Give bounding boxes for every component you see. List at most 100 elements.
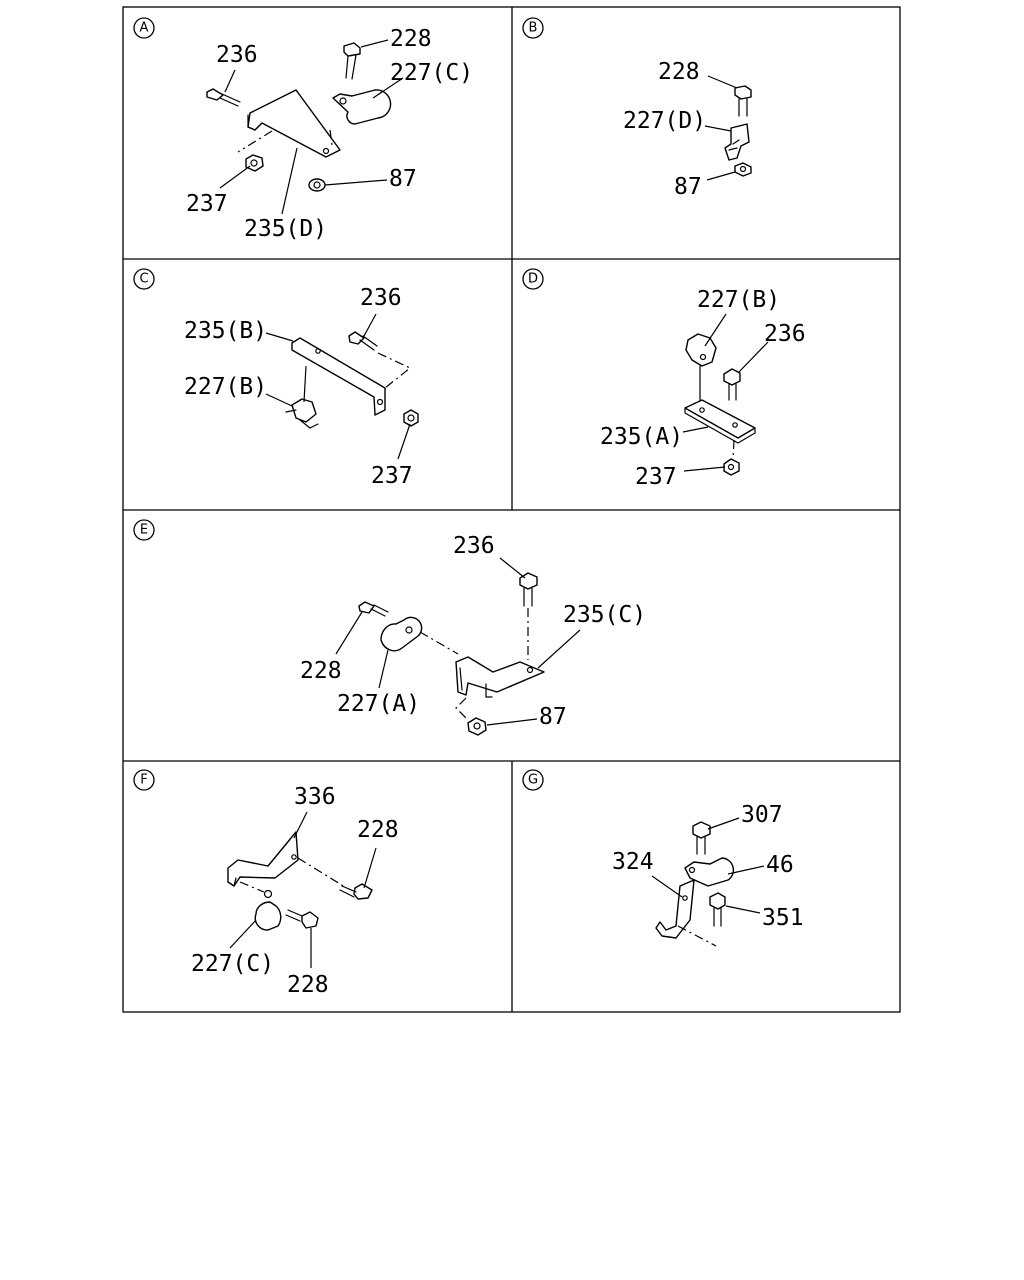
label-a-236: 236: [216, 42, 258, 68]
panel-g-badge: G: [522, 769, 544, 791]
label-f-228b: 228: [287, 972, 329, 998]
panel-e-badge: E: [133, 519, 155, 541]
panel-e-badge-letter: E: [140, 523, 148, 538]
bracket-235c-drawing: [455, 656, 545, 698]
leader-f-336: [293, 811, 308, 839]
label-e-236: 236: [453, 533, 495, 559]
label-b-87: 87: [674, 174, 702, 200]
label-c-237: 237: [371, 463, 413, 489]
leader-b-228: [707, 75, 738, 89]
leader-e-87: [486, 718, 538, 726]
label-d-236: 236: [764, 321, 806, 347]
leader-e-227a: [378, 649, 389, 689]
nut-87-drawing: [308, 178, 326, 192]
bracket-235b-drawing: [291, 337, 386, 416]
nut-237-d-drawing: [723, 458, 740, 476]
label-f-227c: 227(C): [191, 951, 274, 977]
nut-87-e-drawing: [467, 717, 487, 736]
leader-c-236: [363, 313, 377, 337]
label-d-235a: 235(A): [600, 424, 683, 450]
panel-a-badge-letter: A: [140, 21, 149, 36]
label-a-237: 237: [186, 191, 228, 217]
clip-227b-c-drawing: [285, 398, 319, 429]
assembly-line-a2: [237, 130, 273, 153]
label-b-227d: 227(D): [623, 108, 706, 134]
bolt-228-b-drawing: [734, 85, 752, 117]
label-g-351: 351: [762, 905, 804, 931]
label-a-228: 228: [390, 26, 432, 52]
assembly-line-e1: [419, 631, 459, 655]
panel-grid: [122, 6, 901, 1013]
label-c-236: 236: [360, 285, 402, 311]
assembly-line-a1: [329, 129, 333, 146]
assembly-line-g1: [677, 925, 717, 947]
panel-d: D 227(B) 236 235(A) 237: [522, 268, 806, 490]
leader-g-324: [651, 875, 683, 898]
panel-g-badge-letter: G: [528, 773, 538, 788]
leader-a-237: [219, 165, 251, 189]
leader-e-236: [499, 557, 526, 579]
bolt-228-e-drawing: [358, 601, 389, 617]
bolt-228-drawing: [343, 42, 361, 80]
label-c-235b: 235(B): [184, 318, 267, 344]
leader-b-87: [706, 171, 736, 181]
leader-d-237: [683, 466, 726, 472]
leader-c-235b: [265, 332, 294, 342]
assembly-line-c2: [303, 365, 307, 403]
leader-a-87: [324, 179, 388, 186]
bolt-351-drawing: [709, 892, 726, 927]
leader-c-237: [397, 423, 411, 460]
clip-227c-f-drawing: [254, 889, 282, 931]
assembly-line-f2: [239, 881, 265, 893]
panel-g: G 307 324 46 351: [522, 769, 804, 947]
label-f-228a: 228: [357, 817, 399, 843]
clip-227a-drawing: [380, 616, 423, 652]
assembly-line-d1: [732, 439, 735, 461]
leader-f-228a: [363, 847, 377, 889]
leader-d-227b: [704, 313, 727, 347]
label-b-228: 228: [658, 59, 700, 85]
label-g-46: 46: [766, 852, 794, 878]
label-c-227b: 227(B): [184, 374, 267, 400]
leader-g-307: [707, 817, 740, 830]
label-e-228: 228: [300, 658, 342, 684]
label-g-324: 324: [612, 849, 654, 875]
bolt-236-d-drawing: [723, 368, 741, 401]
label-a-227c: 227(C): [390, 60, 473, 86]
nut-237-c-drawing: [403, 409, 419, 427]
bolt-228-f-top-drawing: [339, 883, 373, 900]
plate-235a-drawing: [684, 399, 756, 444]
label-f-336: 336: [294, 784, 336, 810]
leader-e-235c: [537, 629, 581, 669]
nut-237-drawing: [245, 154, 264, 172]
label-d-237: 237: [635, 464, 677, 490]
leader-a-227c: [372, 77, 404, 99]
panel-a: A 236 228: [133, 17, 473, 242]
clamp-46-drawing: [684, 857, 735, 887]
bolt-307-drawing: [692, 821, 711, 855]
leader-a-228: [360, 39, 389, 48]
leader-g-351: [725, 905, 761, 914]
panel-a-badge: A: [133, 17, 155, 39]
clip-227c-drawing: [332, 89, 392, 125]
label-e-227a: 227(A): [337, 691, 420, 717]
leader-a-235d: [281, 147, 298, 215]
panel-f: F 336 228 227(C) 228: [133, 769, 399, 998]
assembly-line-c1: [377, 352, 412, 389]
bolt-236-c-drawing: [348, 331, 378, 351]
label-e-235c: 235(C): [563, 602, 646, 628]
leader-e-228: [335, 611, 363, 655]
leader-a-236: [224, 69, 236, 93]
panel-c: C 236 235(B) 227(B) 237: [133, 268, 419, 489]
leader-d-235a: [682, 426, 709, 433]
label-d-227b: 227(B): [697, 287, 780, 313]
panel-b-badge: B: [522, 17, 544, 39]
panel-e: E 236 235(C) 228: [133, 519, 646, 736]
panel-b: B 228 227(D) 87: [522, 17, 752, 200]
bracket-336-drawing: [227, 831, 299, 887]
panel-c-badge: C: [133, 268, 155, 290]
panel-d-badge: D: [522, 268, 544, 290]
label-a-235d: 235(D): [244, 216, 327, 242]
bolt-236-e-drawing: [519, 572, 538, 607]
leader-c-227b: [265, 393, 293, 407]
